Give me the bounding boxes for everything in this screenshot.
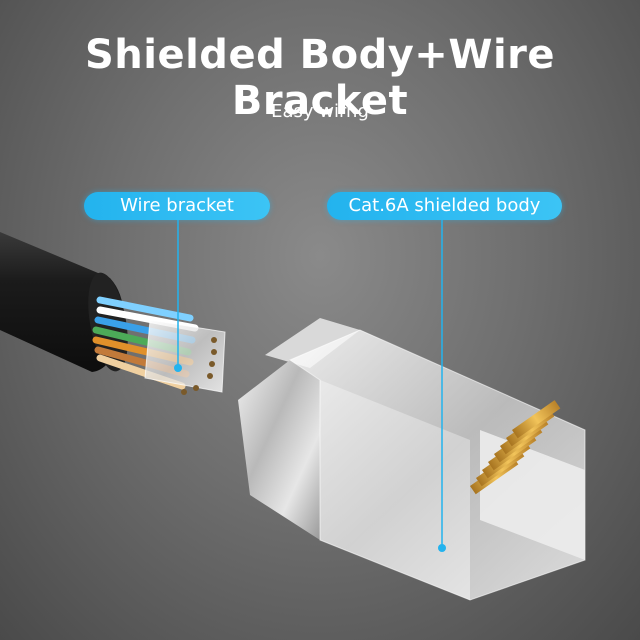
clear-plug-body: [288, 329, 586, 601]
callout-leader-left: [174, 220, 182, 372]
callout-shielded-body: Cat.6A shielded body: [327, 192, 562, 220]
callout-wire-bracket: Wire bracket: [84, 192, 270, 220]
page-title: Shielded Body+Wire Bracket: [84, 32, 556, 124]
wire-bracket: [144, 319, 226, 395]
gold-contacts: [470, 400, 561, 495]
page-subtitle: Easy wirng: [271, 101, 369, 122]
callout-leader-right: [438, 220, 446, 552]
